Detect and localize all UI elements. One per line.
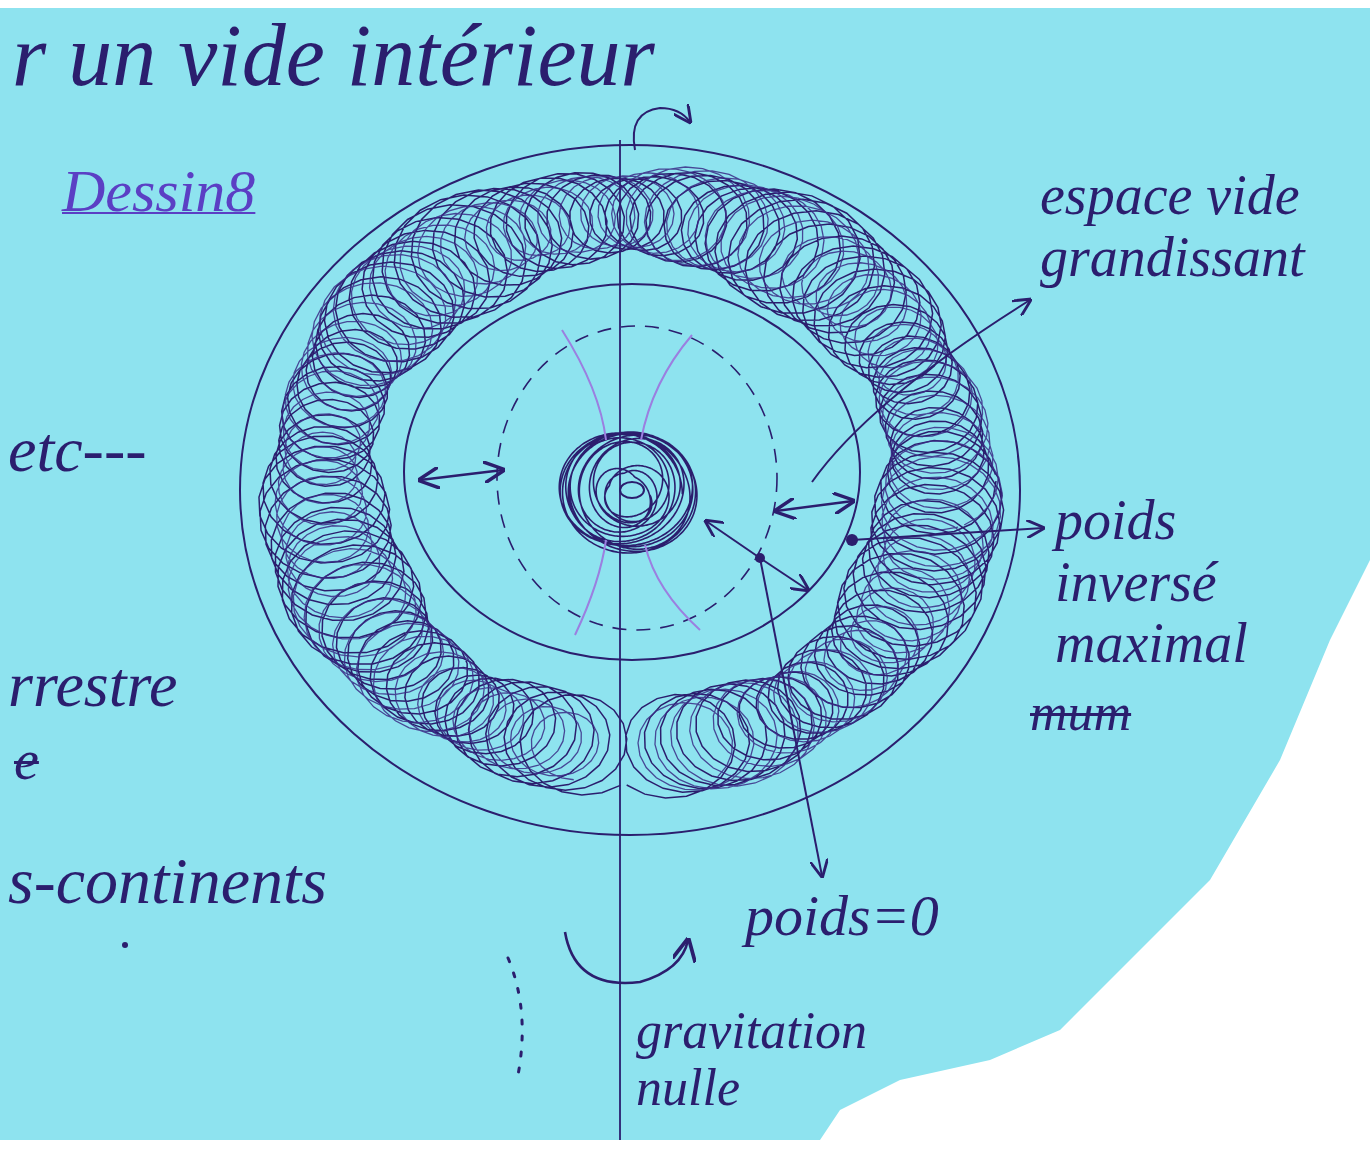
- leader-arrow: [760, 558, 822, 876]
- handwritten-note: rrestre: [8, 650, 177, 720]
- handwritten-note: gravitation nulle: [636, 1002, 926, 1116]
- handwritten-note: etc---: [8, 415, 147, 485]
- leader-arrow: [812, 300, 1030, 482]
- handwritten-note: s-continents: [8, 845, 327, 918]
- double-arrow: [420, 470, 503, 480]
- force-arrow: [760, 558, 808, 590]
- outer-surface: [240, 145, 1020, 835]
- zero-gravity-sphere: [497, 326, 777, 630]
- core-centre: [620, 482, 644, 498]
- handwritten-note: e: [14, 730, 39, 792]
- field-lines: [562, 330, 700, 635]
- leader-arrow: [565, 932, 688, 983]
- leader-arrow: [852, 528, 1043, 540]
- field-line: [641, 335, 692, 440]
- rotation-arrow: [634, 108, 690, 150]
- axis-line: [619, 140, 621, 1140]
- handwritten-note: espace vide grandissant: [1040, 165, 1355, 288]
- force-arrow: [706, 521, 760, 558]
- inner-surface: [404, 284, 860, 660]
- core-scribble: [559, 432, 697, 553]
- drawing-title: Dessin8: [62, 158, 255, 224]
- handwritten-note: poids inversé maximal: [1055, 490, 1325, 675]
- field-line: [562, 330, 606, 440]
- handwritten-note: poids=0: [745, 884, 939, 948]
- field-line: [575, 540, 606, 635]
- handwritten-note: r un vide intérieur: [12, 8, 655, 105]
- crust-scribble: [275, 167, 1002, 790]
- handwritten-note: mum: [1030, 684, 1131, 741]
- dotted-line: [508, 958, 522, 1075]
- paper-sheet: [0, 8, 1370, 1140]
- field-line: [645, 545, 700, 630]
- ink-dot: [122, 942, 128, 948]
- double-arrow: [776, 501, 853, 511]
